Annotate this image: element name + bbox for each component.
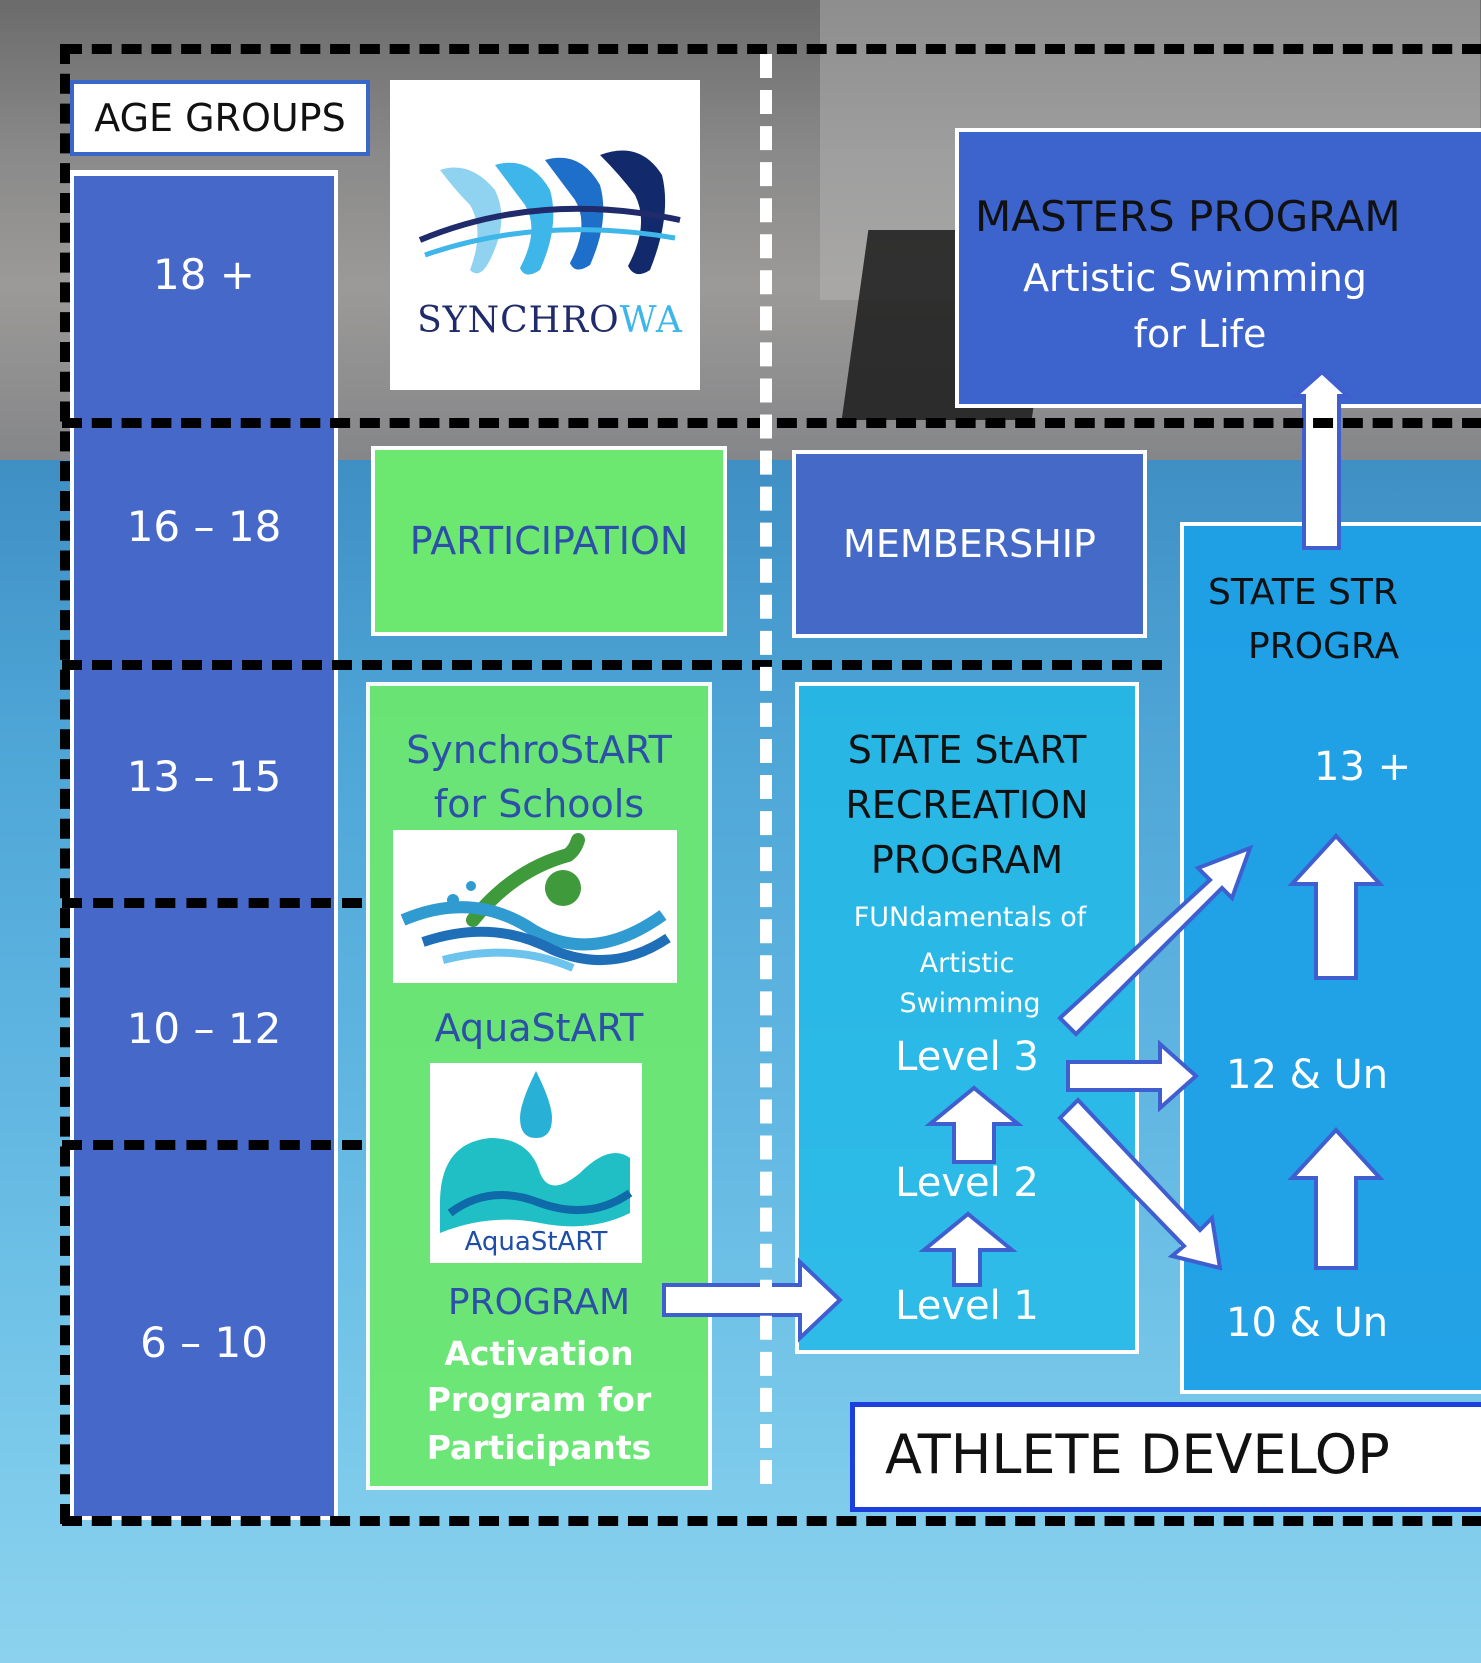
- stream-age-12-under: 12 & Un: [1226, 1052, 1389, 1098]
- arrow-12under-to-13plus: [1287, 833, 1385, 980]
- synchrowa-logo: [390, 80, 700, 390]
- stream-age-10-under: 10 & Un: [1226, 1300, 1389, 1346]
- stream-age-13-plus: 13 +: [1314, 744, 1412, 790]
- age-label-6-10: 6 – 10: [140, 1318, 268, 1367]
- recreation-title-line2: RECREATION: [845, 783, 1089, 827]
- dashed-divider-10: [62, 1140, 362, 1150]
- stream-title-line1: STATE STR: [1208, 572, 1398, 613]
- synchrostart-line1: SynchroStART: [406, 728, 672, 772]
- fundamentals-line2: Artistic: [919, 948, 1015, 979]
- aquastart-logo-image: AquaStART: [430, 1063, 642, 1263]
- level-3-label: Level 3: [895, 1034, 1039, 1080]
- arrow-level2-to-level3: [924, 1085, 1024, 1164]
- aquastart-logo-text: AquaStART: [464, 1227, 608, 1257]
- dashed-border-bottom: [62, 1516, 1481, 1526]
- dashed-divider-13: [62, 898, 362, 908]
- athlete-development-box: ATHLETE DEVELOP: [850, 1402, 1481, 1512]
- swimmer-wave-icon: [400, 833, 671, 972]
- fundamentals-line3: Swimming: [899, 988, 1041, 1019]
- water-drop-wave-icon: [440, 1071, 633, 1233]
- recreation-title-line1: STATE StART: [847, 728, 1087, 772]
- synchrostart-line2: for Schools: [433, 782, 645, 826]
- masters-subtitle-line2: for Life: [1133, 312, 1267, 356]
- arrow-10under-to-12under: [1287, 1127, 1385, 1270]
- athlete-development-label: ATHLETE DEVELOP: [885, 1423, 1390, 1486]
- dashed-border-top: [62, 44, 1481, 54]
- dashed-border-left: [60, 44, 70, 1524]
- participation-label: PARTICIPATION: [409, 519, 689, 563]
- age-label-18-plus: 18 +: [153, 250, 255, 299]
- age-label-13-15: 13 – 15: [126, 752, 282, 801]
- arrow-level3-to-13plus: [1057, 844, 1254, 1037]
- age-groups-column: [70, 170, 338, 1520]
- white-dashed-separator: [760, 54, 772, 1484]
- recreation-title-line3: PROGRAM: [870, 838, 1064, 882]
- synchrowa-logo-text: SYNCHROWA: [415, 300, 685, 341]
- logo-text-main: SYNCHRO: [417, 300, 620, 341]
- masters-subtitle-line1: Artistic Swimming: [1023, 256, 1367, 300]
- swimmer-logo-image: [393, 830, 677, 983]
- dashed-divider-16: [62, 660, 1162, 670]
- program-label: PROGRAM: [447, 1282, 631, 1323]
- participation-box: PARTICIPATION: [371, 446, 727, 636]
- activation-line3: Participants: [426, 1428, 652, 1467]
- age-label-16-18: 16 – 18: [126, 502, 282, 551]
- membership-box: MEMBERSHIP: [792, 450, 1147, 638]
- masters-title: MASTERS PROGRAM: [975, 192, 1401, 241]
- activation-line1: Activation: [444, 1334, 634, 1373]
- synchro-swimmers-icon: [418, 150, 681, 275]
- arrow-masters-up: [1289, 369, 1354, 550]
- arrow-level1-to-level2: [918, 1211, 1018, 1287]
- arrow-green-to-level1: [662, 1257, 843, 1343]
- stream-title-line2: PROGRA: [1248, 626, 1400, 667]
- arrow-level3-to-12under: [1066, 1039, 1200, 1113]
- level-1-label: Level 1: [895, 1283, 1039, 1329]
- age-label-10-12: 10 – 12: [126, 1004, 282, 1053]
- membership-label: MEMBERSHIP: [843, 522, 1096, 566]
- fundamentals-line1: FUNdamentals of: [853, 902, 1087, 933]
- level-2-label: Level 2: [895, 1160, 1039, 1206]
- masters-program-box: [955, 128, 1481, 408]
- arrow-level3-to-10under: [1057, 1097, 1223, 1271]
- aquastart-label: AquaStART: [434, 1006, 644, 1050]
- logo-text-accent: WA: [619, 300, 683, 341]
- activation-line2: Program for: [426, 1380, 652, 1419]
- age-groups-title: AGE GROUPS: [70, 80, 370, 156]
